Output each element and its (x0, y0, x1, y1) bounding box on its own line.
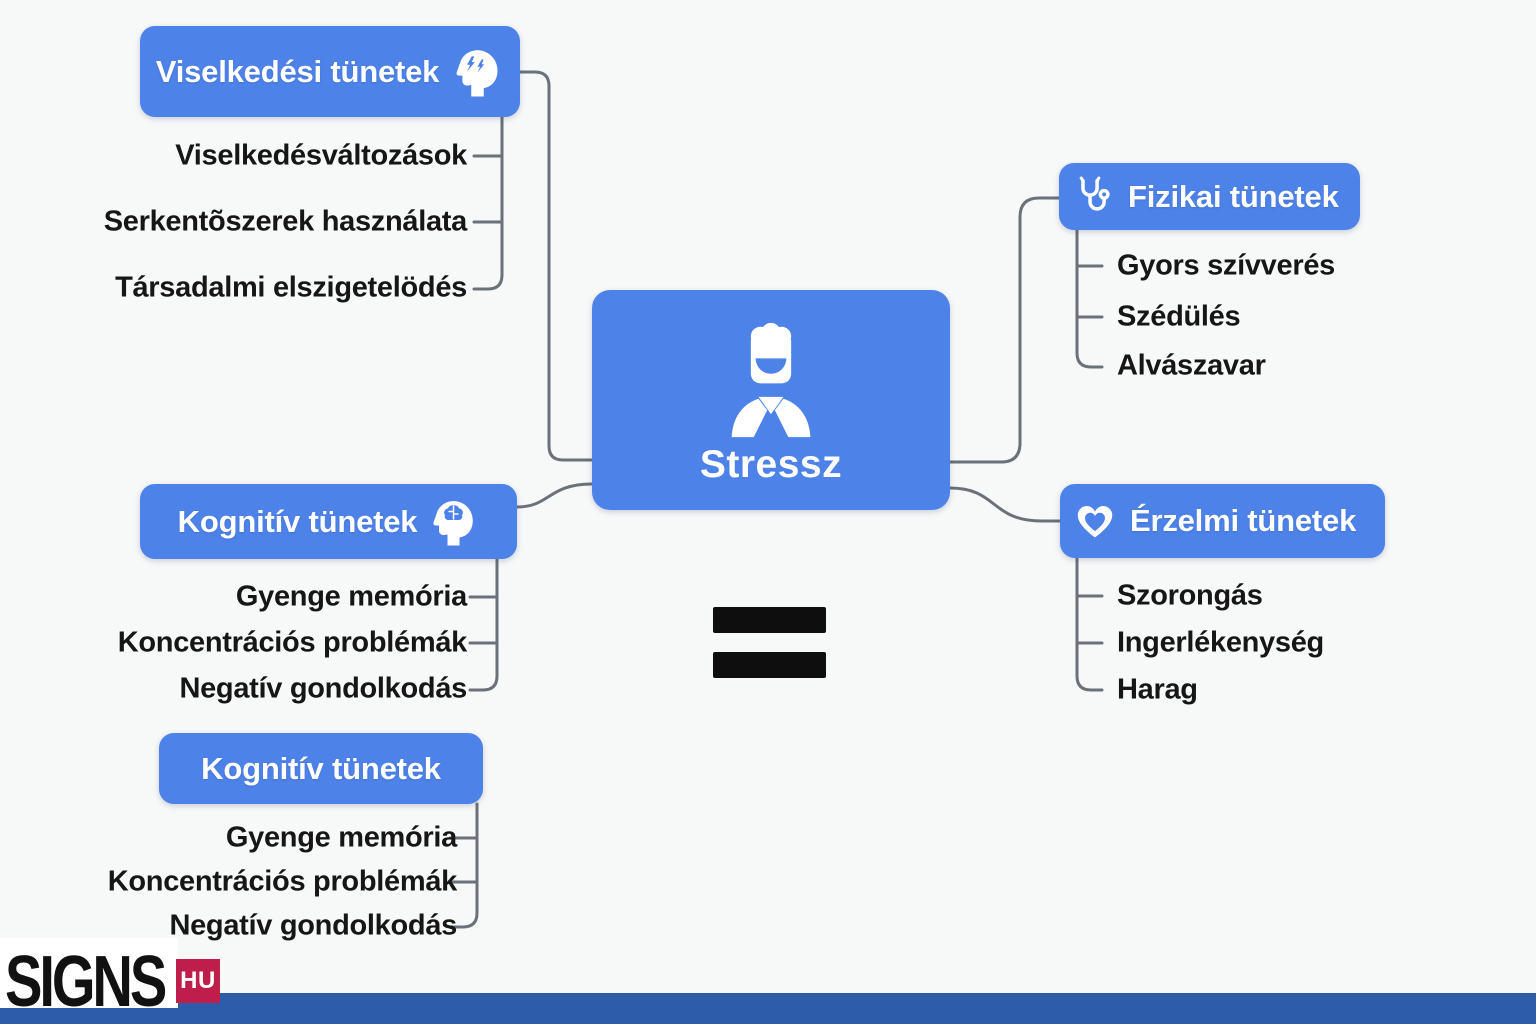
stethoscope-icon (1072, 175, 1116, 219)
symptom-item: Koncentrációs problémák (107, 865, 458, 898)
symptom-item: Szédülés (1117, 300, 1241, 333)
branch-label-emotional: Érzelmi tünetek (1130, 503, 1357, 538)
branch-label-cognitive-duplicate: Kognitív tünetek (201, 750, 441, 786)
symptom-item: Alvászavar (1117, 349, 1266, 382)
symptom-item: Gyors szívverés (1117, 249, 1335, 282)
heart-icon (1072, 498, 1118, 544)
footer-bar (0, 993, 1536, 1024)
branch-node-emotional: Érzelmi tünetek (1060, 484, 1385, 558)
brain-head-icon (429, 497, 479, 547)
equals-bar-bottom (713, 652, 826, 678)
symptom-item: Koncentrációs problémák (117, 626, 468, 659)
equals-sign (713, 607, 826, 678)
person-icon (723, 320, 819, 441)
symptom-item: Gyenge memória (235, 580, 467, 613)
branch-node-physical: Fizikai tünetek (1059, 163, 1360, 230)
symptom-item: Szorongás (1117, 579, 1263, 612)
symptom-item: Gyenge memória (225, 821, 457, 854)
symptom-item: Negatív gondolkodás (169, 909, 457, 942)
symptom-item: Viselkedésváltozások (175, 139, 467, 172)
branch-node-cognitive: Kognitív tünetek (140, 484, 517, 559)
branch-node-cognitive-duplicate: Kognitív tünetek (159, 733, 483, 804)
hu-badge: HU (176, 959, 220, 1003)
branch-label-cognitive: Kognitív tünetek (177, 503, 418, 539)
symptom-item: Ingerlékenység (1117, 626, 1324, 659)
center-node-stress: Stressz (592, 290, 950, 510)
center-label: Stressz (699, 442, 843, 486)
equals-bar-top (713, 607, 826, 633)
logo-background (0, 938, 178, 1008)
symptom-item: Társadalmi elszigetelödés (115, 271, 467, 304)
stressed-head-icon (452, 46, 504, 98)
symptom-item: Harag (1117, 673, 1198, 706)
branch-node-behavioral: Viselkedési tünetek (140, 26, 520, 117)
signs-logo: SIGNS (5, 942, 167, 1022)
symptom-item: Negatív gondolkodás (179, 672, 467, 705)
symptom-item: Serkentõszerek használata (103, 205, 468, 238)
branch-label-physical: Fizikai tünetek (1128, 178, 1339, 214)
branch-label-behavioral: Viselkedési tünetek (155, 53, 440, 89)
